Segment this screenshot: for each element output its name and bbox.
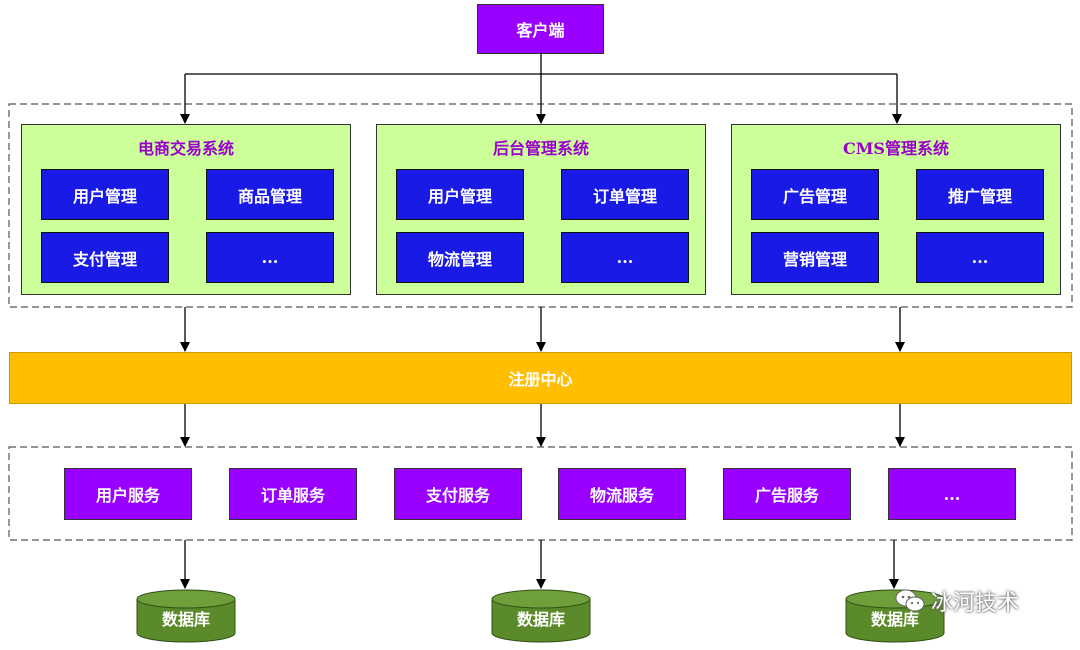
client-node: 客户端 <box>477 4 604 54</box>
module-box: 广告管理 <box>751 169 879 220</box>
service-label: 支付服务 <box>425 486 490 505</box>
module-label: 订单管理 <box>592 186 657 206</box>
module-box: 支付管理 <box>41 232 169 283</box>
service-box: 订单服务 <box>229 468 357 520</box>
module-label: 用户管理 <box>72 186 137 206</box>
service-box: 用户服务 <box>64 468 192 520</box>
module-label: 推广管理 <box>947 186 1012 206</box>
module-label: ... <box>971 248 989 267</box>
module-label: 用户管理 <box>427 186 492 206</box>
database-icon <box>136 589 236 643</box>
module-label: 支付管理 <box>72 249 137 269</box>
module-label: 商品管理 <box>237 186 302 206</box>
client-label: 客户端 <box>516 21 565 40</box>
module-box: 物流管理 <box>396 232 524 283</box>
module-label: 营销管理 <box>782 249 847 269</box>
module-box: ... <box>561 232 689 283</box>
module-box: 订单管理 <box>561 169 689 220</box>
module-label: ... <box>616 248 634 267</box>
service-label: ... <box>943 484 961 504</box>
database-label: 数据库 <box>870 610 919 629</box>
registry-label: 注册中心 <box>508 370 573 389</box>
service-box: 广告服务 <box>723 468 851 520</box>
module-box: 营销管理 <box>751 232 879 283</box>
database-label: 数据库 <box>516 610 565 629</box>
module-box: 用户管理 <box>41 169 169 220</box>
service-box: 物流服务 <box>558 468 686 520</box>
service-box: ... <box>888 468 1016 520</box>
database-label: 数据库 <box>161 610 210 629</box>
system-title: 后台管理系统 <box>492 139 589 158</box>
database-icon <box>491 589 591 643</box>
database-cylinder: 数据库 <box>136 589 236 643</box>
module-label: 广告管理 <box>782 186 847 206</box>
module-label: ... <box>261 248 279 267</box>
service-label: 广告服务 <box>754 486 819 505</box>
service-label: 订单服务 <box>260 486 325 505</box>
service-label: 用户服务 <box>95 486 160 505</box>
service-box: 支付服务 <box>394 468 522 520</box>
system-cms: CMS管理系统 广告管理 推广管理 营销管理 ... <box>731 124 1061 295</box>
module-box: 商品管理 <box>206 169 334 220</box>
system-title: 电商交易系统 <box>137 139 234 158</box>
module-box: ... <box>206 232 334 283</box>
system-title: CMS管理系统 <box>842 139 949 158</box>
watermark: 冰河技术 <box>895 585 1019 617</box>
module-label: 物流管理 <box>427 249 492 269</box>
module-box: 用户管理 <box>396 169 524 220</box>
system-admin: 后台管理系统 用户管理 订单管理 物流管理 ... <box>376 124 706 295</box>
system-ecommerce: 电商交易系统 用户管理 商品管理 支付管理 ... <box>21 124 351 295</box>
registry-center: 注册中心 <box>9 352 1072 404</box>
database-cylinder: 数据库 <box>491 589 591 643</box>
service-label: 物流服务 <box>589 486 654 505</box>
module-box: ... <box>916 232 1044 283</box>
module-box: 推广管理 <box>916 169 1044 220</box>
watermark-text: 冰河技术 <box>931 591 1020 616</box>
wechat-icon <box>895 588 925 614</box>
